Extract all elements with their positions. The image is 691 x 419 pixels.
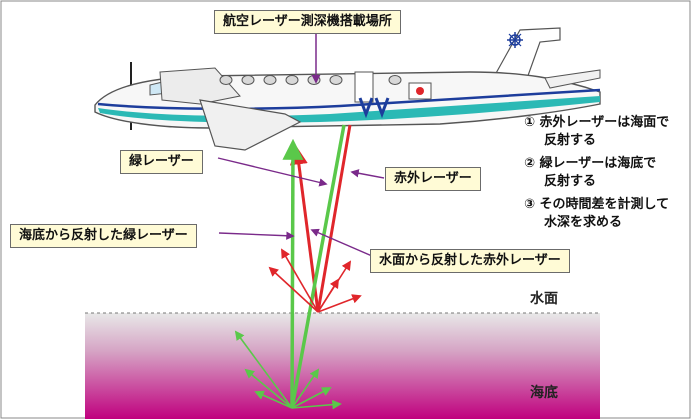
seabed-scatter bbox=[234, 330, 342, 410]
surface-scatter bbox=[268, 248, 362, 313]
tail-plane bbox=[544, 69, 601, 89]
note-3: ③ その時間差を計測して 水深を求める bbox=[524, 196, 669, 232]
green-laser-pointer bbox=[217, 157, 328, 187]
note-2-line2: 反射する bbox=[544, 174, 597, 189]
infrared-laser-label: 赤外レーザー bbox=[385, 167, 481, 191]
laser-beams bbox=[282, 124, 352, 409]
note-1: ① 赤外レーザーは海面で 反射する bbox=[524, 114, 669, 150]
note-1-line1: 赤外レーザーは海面で bbox=[539, 115, 670, 130]
infrared-reflected-pointer bbox=[310, 228, 373, 257]
fuselage-logo bbox=[358, 97, 390, 119]
aircraft bbox=[94, 27, 601, 151]
wing bbox=[199, 99, 302, 151]
note-1-number: ① bbox=[524, 115, 536, 130]
water-surface-label: 水面 bbox=[530, 291, 558, 307]
infrared-laser-pointer bbox=[350, 169, 385, 179]
tail-emblem-icon bbox=[507, 32, 523, 48]
note-2-number: ② bbox=[524, 156, 536, 171]
infrared-reflected-label: 水面から反射した赤外レーザー bbox=[370, 249, 570, 273]
note-2: ② 緑レーザーは海底で 反射する bbox=[524, 155, 656, 191]
note-3-line2: 水深を求める bbox=[544, 215, 623, 230]
note-2-line1: 緑レーザーは海底で bbox=[539, 156, 657, 171]
green-laser-label: 緑レーザー bbox=[120, 150, 203, 174]
green-reflected-pointer bbox=[218, 231, 295, 240]
note-3-line1: その時間差を計測して bbox=[539, 197, 670, 212]
label-pointers bbox=[217, 157, 385, 257]
engine-nacelle bbox=[159, 67, 241, 105]
installation-label: 航空レーザー測深機搭載場所 bbox=[214, 10, 401, 34]
green-beam-reflected bbox=[282, 138, 304, 409]
cabin-door bbox=[354, 71, 374, 103]
water-body bbox=[85, 313, 600, 419]
note-1-line2: 反射する bbox=[544, 133, 597, 148]
seabed-label: 海底 bbox=[530, 385, 558, 401]
infrared-beam-down bbox=[316, 124, 352, 313]
note-3-number: ③ bbox=[524, 197, 536, 212]
green-reflected-label: 海底から反射した緑レーザー bbox=[10, 224, 197, 248]
green-beam-down bbox=[290, 124, 346, 409]
